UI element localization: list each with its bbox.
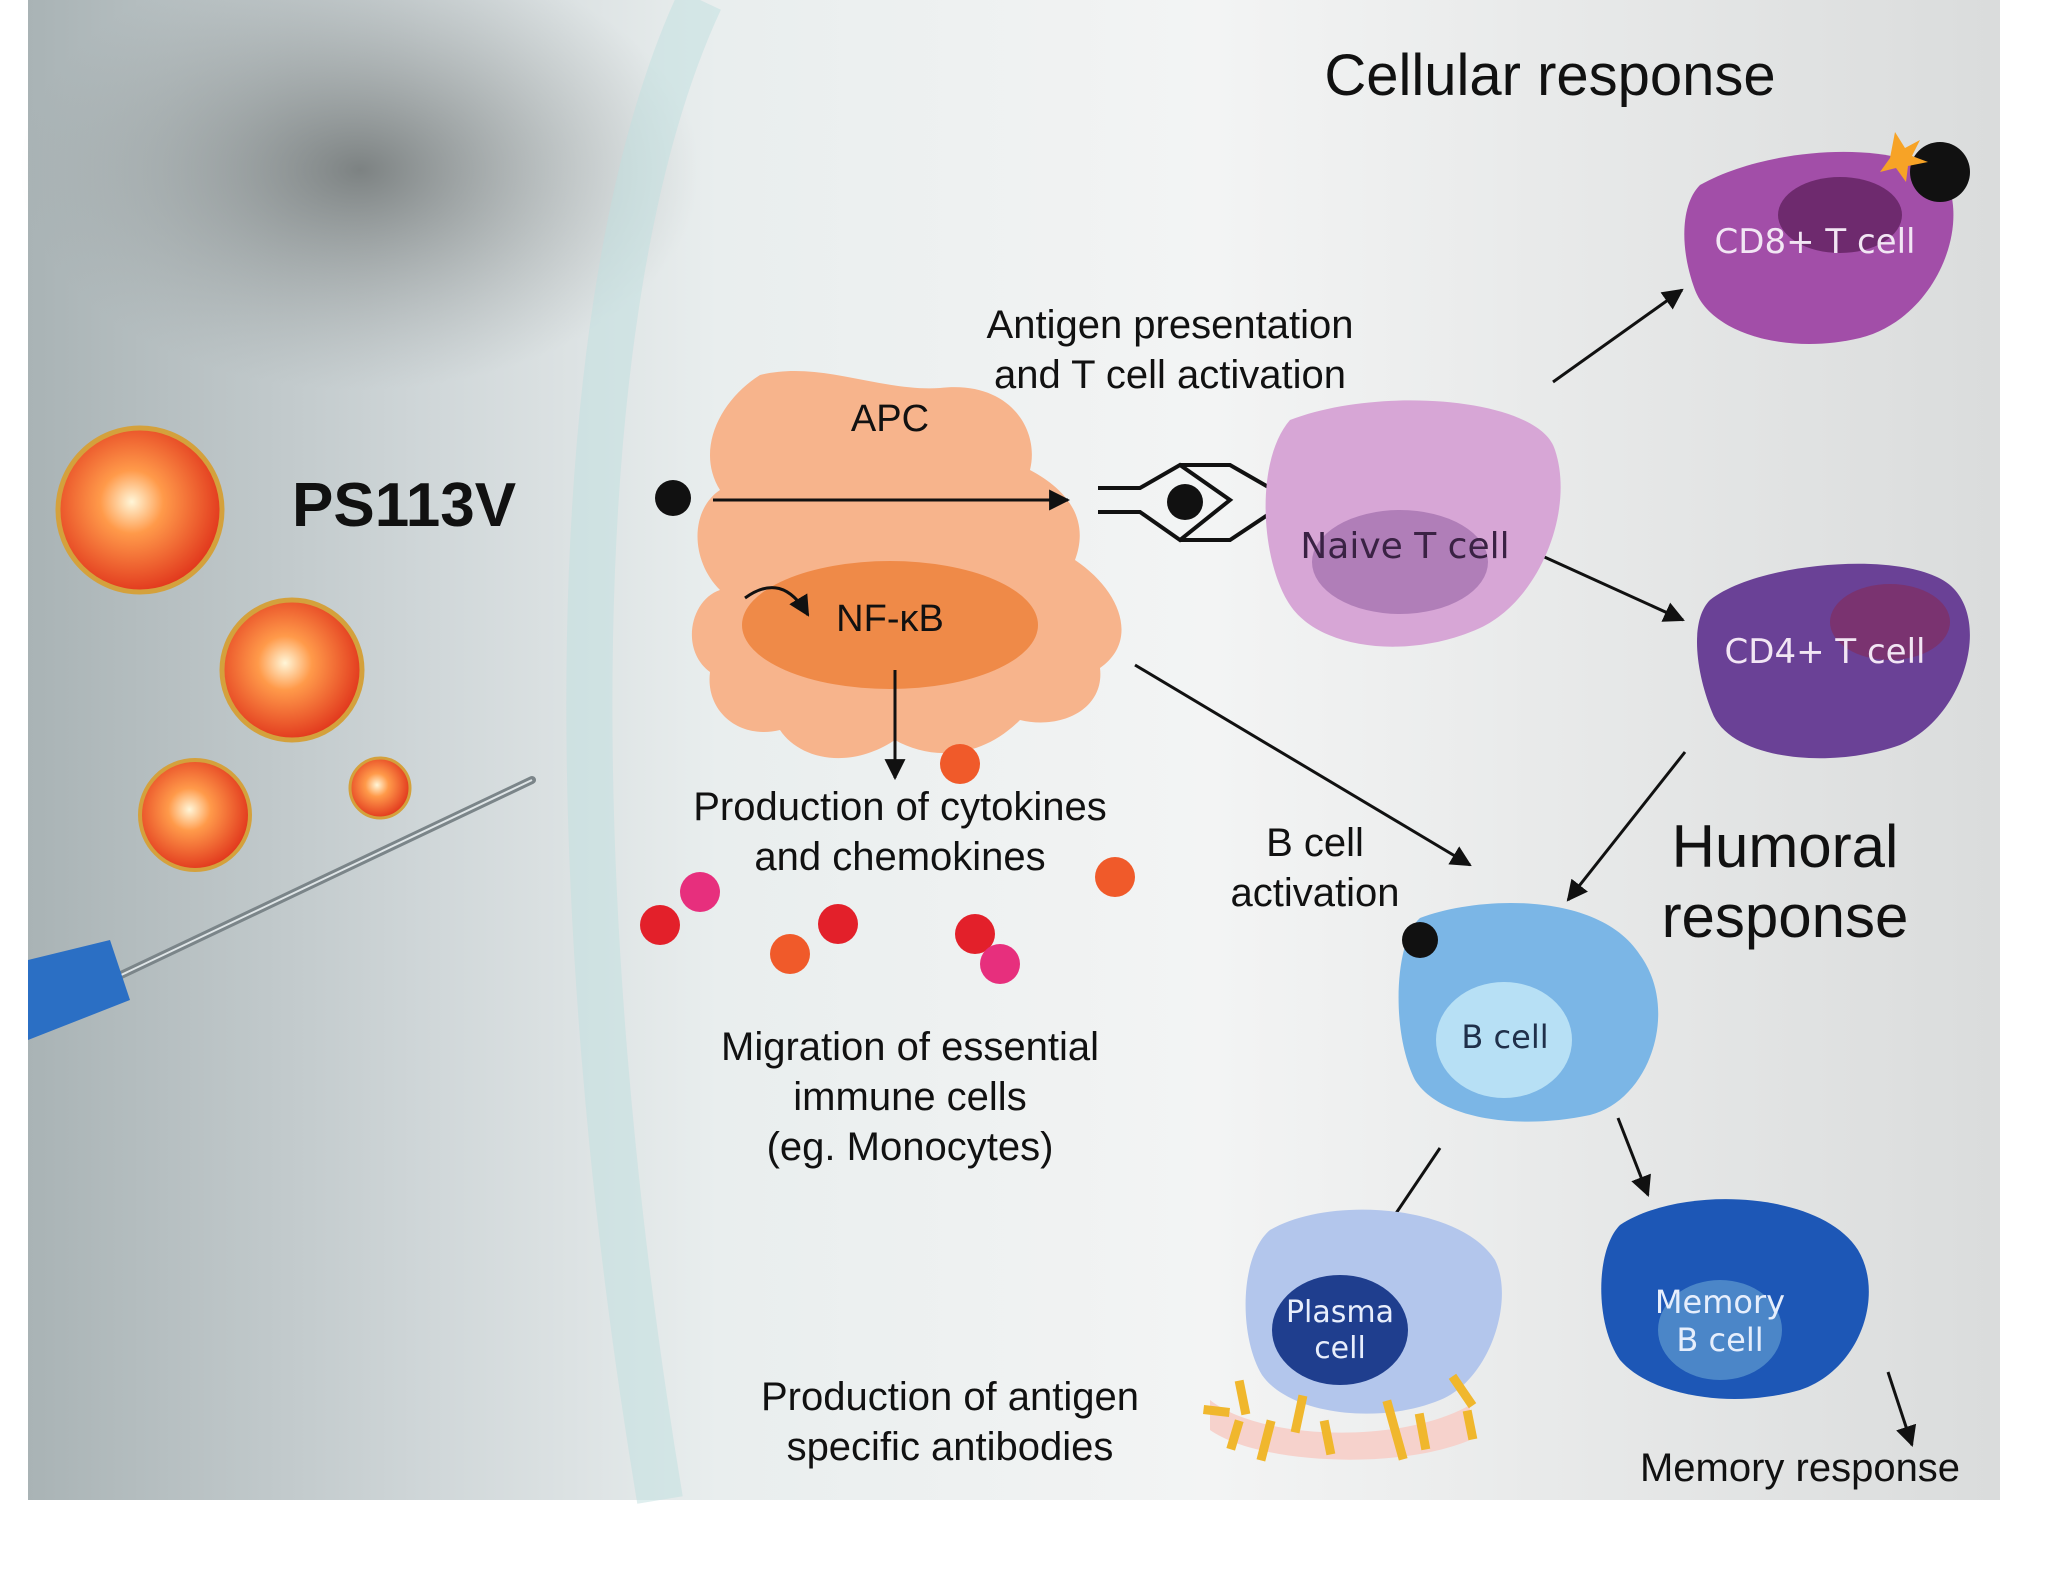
cytokine-dot <box>818 904 858 944</box>
migration-line-3: (eg. Monocytes) <box>766 1125 1054 1169</box>
humoral-response-heading: Humoral response <box>1620 812 1950 952</box>
plasma-line-2: cell <box>1314 1331 1366 1366</box>
migration-line-2: immune cells <box>793 1075 1027 1119</box>
b-cell-label: B cell <box>1461 1018 1549 1056</box>
plasma-nucleus <box>1272 1275 1408 1385</box>
nfkb-label: NF-κB <box>836 598 944 640</box>
cytokines-line-2: and chemokines <box>754 835 1046 879</box>
spark-icon <box>1880 132 1928 182</box>
antigen-presentation-label: Antigen presentation and T cell activati… <box>920 300 1420 400</box>
cd4-nucleus <box>1830 584 1950 660</box>
cytokines <box>640 744 1135 984</box>
memory-response-arrow <box>1886 1371 1917 1447</box>
nfkb-nucleus <box>742 561 1038 689</box>
cytokine-dot <box>640 905 680 945</box>
plasma-base <box>1210 1400 1470 1460</box>
to-cd4-arrow <box>1539 553 1685 622</box>
memory-response-label: Memory response <box>1639 1446 1961 1490</box>
antibodies-icon <box>1203 1373 1478 1462</box>
migration-line-1: Migration of essential <box>721 1025 1099 1069</box>
memory-b-nucleus <box>1658 1280 1782 1380</box>
cd4-t-cell-label: CD4+ T cell <box>1724 632 1926 672</box>
nfkb-arrow <box>744 586 810 617</box>
naive-t-nucleus <box>1312 510 1488 614</box>
b-activation-arrow <box>1134 663 1472 867</box>
memory-line-1: Memory <box>1654 1283 1786 1321</box>
to-cd8-arrow <box>1552 288 1684 384</box>
cytokine-dot <box>980 944 1020 984</box>
antibodies-label: Production of antigen specific antibodie… <box>720 1372 1180 1472</box>
migration-label: Migration of essential immune cells (eg.… <box>660 1022 1160 1172</box>
cd8-nucleus <box>1778 177 1902 253</box>
memory-b-cell-label: Memory B cell <box>1630 1283 1810 1359</box>
nanoparticles <box>55 425 412 872</box>
cytokine-dot <box>680 872 720 912</box>
apc-label: APC <box>850 398 930 440</box>
cytokine-dot <box>940 744 980 784</box>
cellular-response-heading: Cellular response <box>1324 43 1776 108</box>
b-cell-activation-label: B cell activation <box>1195 818 1435 918</box>
antigen-presentation-line-1: Antigen presentation <box>986 303 1354 347</box>
humoral-line-1: Humoral <box>1671 813 1899 880</box>
to-memory-arrow <box>1616 1117 1651 1197</box>
nanoparticle <box>138 758 252 872</box>
vaccine-name: PS113V <box>292 471 517 540</box>
cytokine-dot <box>955 914 995 954</box>
nanoparticle <box>55 425 225 595</box>
antigen-dot <box>655 480 691 516</box>
bomb-icon <box>1910 142 1970 202</box>
syringe-icon <box>28 776 536 1040</box>
nanoparticle <box>219 597 365 743</box>
background-shadow <box>20 0 700 390</box>
b-activation-line-1: B cell <box>1266 821 1364 865</box>
cytokines-label: Production of cytokines and chemokines <box>650 782 1150 882</box>
cytokine-dot <box>1095 857 1135 897</box>
antibodies-line-2: specific antibodies <box>786 1425 1114 1469</box>
plasma-line-1: Plasma <box>1285 1295 1395 1330</box>
cytokines-line-1: Production of cytokines <box>693 785 1107 829</box>
antigen-presentation-line-2: and T cell activation <box>993 353 1347 397</box>
cd4-to-b-arrow <box>1566 751 1687 902</box>
humoral-line-2: response <box>1661 883 1909 950</box>
background-curve <box>566 0 721 1504</box>
naive-t-cell-label: Naive T cell <box>1300 526 1510 567</box>
b-cell-nucleus <box>1436 982 1572 1098</box>
cytokine-dot <box>770 934 810 974</box>
plasma-cell-label: Plasma cell <box>1265 1295 1415 1367</box>
b-activation-line-2: activation <box>1230 871 1400 915</box>
antibodies-line-1: Production of antigen <box>760 1375 1140 1419</box>
nanoparticle <box>348 756 412 820</box>
memory-line-2: B cell <box>1676 1321 1764 1359</box>
cd8-t-cell-label: CD8+ T cell <box>1714 222 1916 262</box>
b-cell-antigen-dot <box>1402 922 1438 958</box>
